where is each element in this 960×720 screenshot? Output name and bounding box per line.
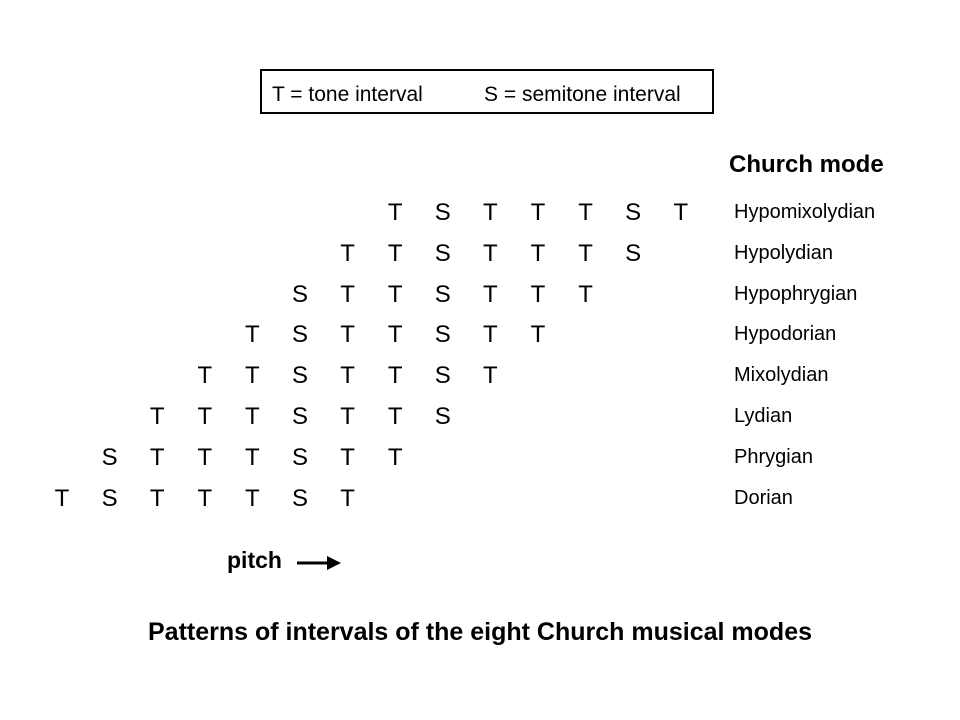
interval-tone: T bbox=[673, 199, 689, 226]
interval-semitone: S bbox=[291, 321, 308, 349]
interval-semitone: S bbox=[434, 239, 451, 267]
interval-tone: T bbox=[483, 280, 498, 308]
mode-name: Phrygian bbox=[734, 445, 813, 468]
interval-tone: T bbox=[149, 443, 165, 471]
interval-tone: T bbox=[387, 280, 403, 308]
interval-tone: T bbox=[530, 239, 546, 267]
interval-tone: T bbox=[483, 239, 498, 267]
interval-tone: T bbox=[197, 484, 213, 512]
interval-tone: T bbox=[340, 484, 355, 512]
interval-tone: T bbox=[340, 280, 355, 308]
interval-tone: T bbox=[387, 199, 403, 226]
interval-tone: T bbox=[530, 199, 546, 226]
interval-tone: T bbox=[483, 199, 498, 226]
interval-tone: T bbox=[197, 362, 213, 390]
interval-semitone: S bbox=[291, 280, 308, 308]
interval-semitone: S bbox=[625, 199, 642, 226]
interval-tone: T bbox=[197, 403, 213, 430]
interval-tone: T bbox=[54, 484, 70, 512]
interval-semitone: S bbox=[291, 403, 308, 430]
interval-tone: T bbox=[578, 199, 593, 226]
mode-name: Dorian bbox=[734, 486, 793, 509]
mode-name: Hypodorian bbox=[734, 323, 837, 346]
mode-column-heading: Church mode bbox=[729, 151, 884, 178]
interval-tone: T bbox=[245, 484, 260, 512]
interval-semitone: S bbox=[291, 484, 308, 512]
mode-name: Hypomixolydian bbox=[734, 201, 876, 223]
interval-tone: T bbox=[483, 321, 498, 349]
interval-tone: T bbox=[340, 403, 355, 430]
legend-semitone: S = semitone interval bbox=[484, 83, 681, 106]
interval-tone: T bbox=[387, 443, 403, 471]
interval-tone: T bbox=[340, 239, 355, 267]
interval-tone: T bbox=[245, 403, 260, 430]
interval-tone: T bbox=[340, 443, 355, 471]
mode-name: Lydian bbox=[734, 405, 793, 427]
interval-semitone: S bbox=[291, 443, 308, 471]
interval-tone: T bbox=[149, 403, 165, 430]
mode-name: Hypolydian bbox=[734, 241, 833, 264]
interval-tone: T bbox=[530, 321, 546, 349]
interval-tone: T bbox=[530, 280, 546, 308]
mode-name: Mixolydian bbox=[734, 364, 829, 387]
interval-tone: T bbox=[387, 239, 403, 267]
interval-tone: T bbox=[340, 321, 355, 349]
interval-semitone: S bbox=[625, 239, 642, 267]
interval-semitone: S bbox=[434, 280, 451, 308]
interval-semitone: S bbox=[434, 403, 451, 430]
interval-semitone: S bbox=[291, 362, 308, 390]
legend-box: T = tone interval S = semitone interval bbox=[260, 69, 714, 114]
interval-semitone: S bbox=[101, 443, 118, 471]
interval-tone: T bbox=[340, 362, 355, 390]
interval-tone: T bbox=[578, 280, 593, 308]
diagram-caption: Patterns of intervals of the eight Churc… bbox=[147, 618, 813, 646]
interval-semitone: S bbox=[434, 321, 451, 349]
interval-tone: T bbox=[197, 443, 213, 471]
interval-tone: T bbox=[149, 484, 165, 512]
legend-tone: T = tone interval bbox=[272, 83, 423, 106]
pitch-arrow-icon bbox=[297, 556, 341, 570]
interval-tone: T bbox=[578, 239, 593, 267]
interval-tone: T bbox=[483, 362, 498, 390]
interval-semitone: S bbox=[101, 484, 118, 512]
pitch-label: pitch bbox=[227, 547, 282, 573]
interval-tone: T bbox=[245, 362, 260, 390]
interval-tone: T bbox=[245, 321, 260, 349]
interval-tone: T bbox=[387, 362, 403, 390]
interval-tone: T bbox=[387, 321, 403, 349]
mode-name: Hypophrygian bbox=[734, 282, 858, 305]
interval-semitone: S bbox=[434, 362, 451, 390]
interval-semitone: S bbox=[434, 199, 451, 226]
interval-tone: T bbox=[387, 403, 403, 430]
interval-tone: T bbox=[245, 443, 260, 471]
